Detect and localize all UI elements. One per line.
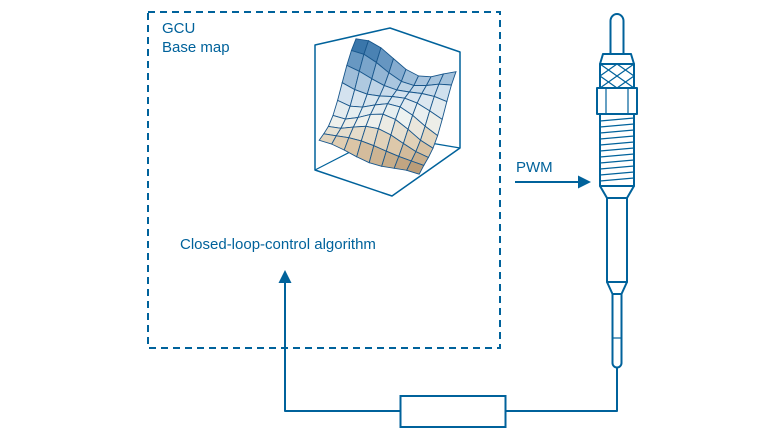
pwm-label: PWM bbox=[516, 159, 553, 176]
feedback-arrowhead-icon bbox=[278, 270, 292, 283]
feedback-sensor-box bbox=[399, 395, 507, 428]
algorithm-label: Closed-loop-control algorithm bbox=[180, 236, 376, 253]
gcu-dashed-box bbox=[147, 11, 501, 349]
feedback-line bbox=[284, 281, 618, 412]
pwm-arrow bbox=[515, 175, 591, 189]
base-map-surface bbox=[318, 38, 457, 175]
gcu-label-line1: GCU bbox=[162, 20, 196, 37]
pwm-arrowhead-icon bbox=[578, 175, 591, 189]
feedback-loop bbox=[278, 270, 618, 428]
gcu-label-line2: Base map bbox=[162, 39, 230, 56]
glow-plug-illustration bbox=[596, 13, 638, 369]
gcu-label: GCU Base map bbox=[162, 19, 230, 57]
